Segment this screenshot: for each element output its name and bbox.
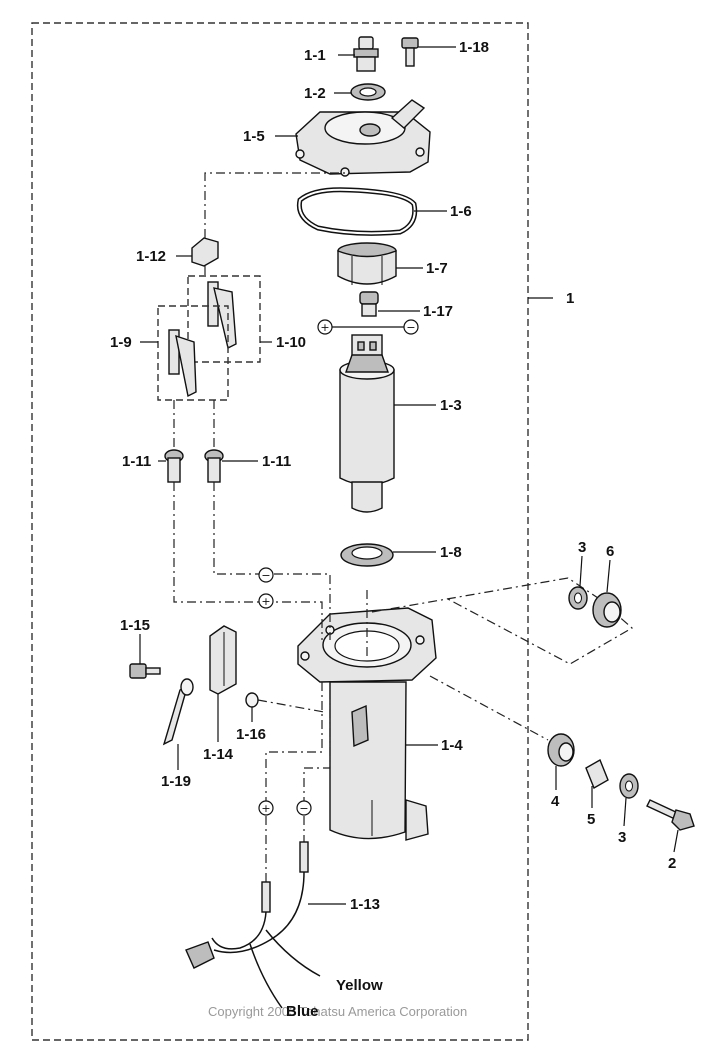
callout-1-3: 1-3 xyxy=(440,397,462,414)
part-1-12-connector xyxy=(191,237,219,267)
callout-1-6: 1-6 xyxy=(450,203,472,220)
part-3-washer-lower xyxy=(619,773,639,799)
svg-text:−: − xyxy=(261,569,270,582)
route-side-parts xyxy=(429,675,549,741)
callout-1-12: 1-12 xyxy=(136,248,166,265)
callout-1-13: 1-13 xyxy=(350,896,380,913)
part-5-collar xyxy=(585,758,609,790)
callout-1-8: 1-8 xyxy=(440,544,462,561)
part-2-bolt xyxy=(646,799,695,831)
copyright-text: Copyright 2003 Tohatsu America Corporati… xyxy=(208,1004,467,1019)
svg-text:+: + xyxy=(261,802,270,815)
callout-1-1: 1-1 xyxy=(304,47,326,64)
route-side-mount xyxy=(371,577,634,665)
part-3-washer-upper xyxy=(568,586,588,610)
part-1-11-sleeve-right xyxy=(204,449,224,483)
part-1-15-bolt xyxy=(129,663,161,679)
part-1-9-terminal xyxy=(168,329,197,398)
callout-1-19: 1-19 xyxy=(161,773,191,790)
wire-label-blue: Blue xyxy=(286,1003,319,1020)
part-1-16-washer xyxy=(245,692,259,708)
callout-1-7: 1-7 xyxy=(426,260,448,277)
callout-1-15: 1-15 xyxy=(120,617,150,634)
wire-label-yellow: Yellow xyxy=(336,977,383,994)
callout-1-2: 1-2 xyxy=(304,85,326,102)
svg-text:+: + xyxy=(320,321,329,334)
callout-1-17: 1-17 xyxy=(423,303,453,320)
route-ground-clip xyxy=(257,699,325,713)
callout-1: 1 xyxy=(566,290,574,307)
part-1-17-filter xyxy=(359,291,379,317)
part-1-10-terminal xyxy=(207,281,237,350)
assembly-boundary xyxy=(31,22,529,1041)
terminal-box-1-10 xyxy=(187,275,261,363)
part-1-14-clip xyxy=(209,625,237,695)
route-cover-to-connector xyxy=(204,172,350,238)
callout-1-10: 1-10 xyxy=(276,334,306,351)
part-1-2-seal xyxy=(350,83,386,101)
pump-polarity: + − xyxy=(317,319,419,335)
callout-1-16: 1-16 xyxy=(236,726,266,743)
part-1-11-sleeve-left xyxy=(164,449,184,483)
callout-2: 2 xyxy=(668,855,676,872)
callout-6: 6 xyxy=(606,543,614,560)
part-1-4-housing xyxy=(297,607,437,841)
svg-text:+: + xyxy=(261,595,270,608)
callout-1-5: 1-5 xyxy=(243,128,265,145)
callout-1-11-right: 1-11 xyxy=(262,453,291,470)
part-1-1-fitting xyxy=(353,36,379,72)
part-1-3-fuel-pump xyxy=(339,334,395,513)
route-left-wire xyxy=(173,400,323,640)
callout-4: 4 xyxy=(551,793,560,810)
callout-3-lower: 3 xyxy=(618,829,626,846)
callout-3-upper: 3 xyxy=(578,539,586,556)
part-1-8-seal-ring xyxy=(340,543,394,567)
part-1-13-harness xyxy=(185,841,321,1009)
callout-5: 5 xyxy=(587,811,595,828)
part-6-grommet xyxy=(592,592,622,628)
route-right-wire xyxy=(213,400,331,640)
part-4-grommet xyxy=(547,733,575,767)
part-1-19-ground-strap xyxy=(162,678,194,746)
callout-1-4: 1-4 xyxy=(441,737,463,754)
callout-1-11-left: 1-11 xyxy=(122,453,151,470)
svg-text:−: − xyxy=(406,321,415,334)
part-1-7-nut xyxy=(337,242,397,285)
terminal-box-1-9 xyxy=(157,305,229,401)
callout-1-14: 1-14 xyxy=(203,746,234,763)
callout-1-9: 1-9 xyxy=(110,334,132,351)
svg-text:−: − xyxy=(299,802,308,815)
route-harness xyxy=(265,682,331,882)
callout-1-18: 1-18 xyxy=(459,39,489,56)
part-1-5-pump-cover xyxy=(295,99,431,177)
part-1-18-bolt xyxy=(401,37,419,67)
wire-polarity-markers: − + + − xyxy=(258,567,312,816)
